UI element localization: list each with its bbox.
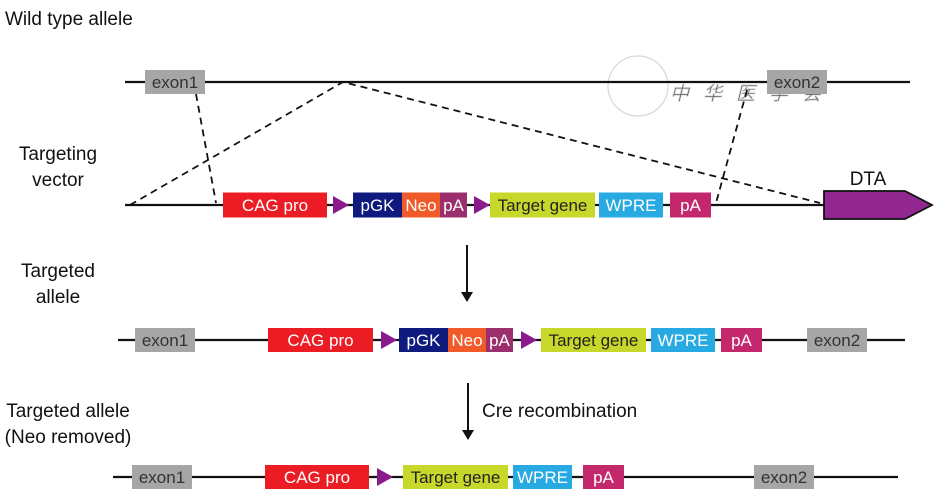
cag-pro-label: CAG pro	[287, 331, 353, 350]
pa-segment: pA	[670, 192, 711, 218]
pa-box	[670, 192, 711, 218]
wpre-label: WPRE	[658, 331, 709, 350]
target-gene-segment: Target gene	[403, 465, 508, 489]
cag-pro-box	[268, 328, 373, 352]
wild-type-allele-label-line-1: Wild type allele	[5, 9, 133, 30]
exon2-box	[767, 70, 827, 94]
exon2-segment: exon2	[767, 70, 827, 94]
target-gene-box	[541, 328, 646, 352]
exon1-box	[135, 328, 195, 352]
pa-box	[583, 465, 624, 489]
exon1-segment: exon1	[135, 328, 195, 352]
exon2-label: exon2	[774, 73, 820, 92]
cag-pro-label: CAG pro	[242, 196, 308, 215]
target-gene-label: Target gene	[549, 331, 639, 350]
loxp-site-5	[377, 468, 393, 486]
dta-label: DTA	[850, 169, 887, 190]
pgk-label: pGK	[360, 196, 395, 215]
exon2-label: exon2	[814, 331, 860, 350]
pgk-segment: pGK	[353, 192, 402, 218]
targeted-allele-label-line-1: Targeted	[21, 261, 95, 282]
exon1-segment: exon1	[132, 465, 192, 489]
pa-label: pA	[731, 331, 752, 350]
cag-pro-box	[265, 465, 369, 489]
cag-pro-label: CAG pro	[284, 468, 350, 487]
watermark-seal-icon	[607, 55, 669, 117]
neo-pa-segment: pA	[486, 328, 513, 352]
loxp-site-1	[333, 196, 349, 214]
exon2-box	[807, 328, 867, 352]
neo-label: Neo	[451, 331, 482, 350]
pgk-label: pGK	[406, 331, 441, 350]
arrow-step2-head	[462, 430, 474, 440]
wpre-segment: WPRE	[513, 465, 572, 489]
wpre-segment: WPRE	[651, 328, 715, 352]
target-gene-segment: Target gene	[490, 192, 595, 218]
cre-recombination-label: Cre recombination	[482, 401, 637, 422]
homology-arm-dash-span	[129, 81, 821, 206]
neo-segment: Neo	[448, 328, 486, 352]
targeting-vector-label-line-1: Targeting	[19, 144, 97, 165]
pa-segment: pA	[721, 328, 762, 352]
target-gene-label: Target gene	[498, 196, 588, 215]
exon1-label: exon1	[152, 73, 198, 92]
target-gene-label: Target gene	[411, 468, 501, 487]
exon2-segment: exon2	[754, 465, 814, 489]
arrow-step1-head	[461, 292, 473, 302]
exon1-box	[132, 465, 192, 489]
target-gene-box	[403, 465, 508, 489]
wpre-label: WPRE	[517, 468, 568, 487]
neo-removed-label-line-2: (Neo removed)	[5, 427, 132, 448]
neo-box	[448, 328, 486, 352]
homology-arm-dash-exon2	[715, 89, 748, 204]
dta-cassette	[823, 190, 934, 220]
exon1-label: exon1	[142, 331, 188, 350]
neo-removed-label-line-1: Targeted allele	[6, 401, 130, 422]
neo-label: Neo	[405, 196, 436, 215]
neo-pa-box	[486, 328, 513, 352]
neo-pa-segment: pA	[440, 192, 467, 218]
loxp-site-4	[521, 331, 537, 349]
wpre-box	[513, 465, 572, 489]
pa-box	[721, 328, 762, 352]
exon2-box	[754, 465, 814, 489]
exon1-box	[145, 70, 205, 94]
exon2-segment: exon2	[807, 328, 867, 352]
cag-pro-segment: CAG pro	[265, 465, 369, 489]
exon1-segment: exon1	[145, 70, 205, 94]
pgk-segment: pGK	[399, 328, 448, 352]
pa-label: pA	[593, 468, 614, 487]
cag-pro-segment: CAG pro	[223, 192, 327, 218]
neo-box	[402, 192, 440, 218]
neo-segment: Neo	[402, 192, 440, 218]
wpre-label: WPRE	[606, 196, 657, 215]
neo-pa-label: pA	[489, 331, 510, 350]
targeting-vector-label-line-2: vector	[32, 170, 84, 191]
cag-pro-segment: CAG pro	[268, 328, 373, 352]
neo-pa-box	[440, 192, 467, 218]
loxp-site-3	[381, 331, 397, 349]
cag-pro-box	[223, 192, 327, 218]
pgk-box	[399, 328, 448, 352]
exon2-label: exon2	[761, 468, 807, 487]
pgk-box	[353, 192, 402, 218]
neo-pa-label: pA	[443, 196, 464, 215]
target-gene-segment: Target gene	[541, 328, 646, 352]
pa-segment: pA	[583, 465, 624, 489]
exon1-label: exon1	[139, 468, 185, 487]
target-gene-box	[490, 192, 595, 218]
wpre-box	[599, 192, 663, 218]
wpre-segment: WPRE	[599, 192, 663, 218]
wpre-box	[651, 328, 715, 352]
homology-arm-dash-exon1	[195, 93, 217, 204]
loxp-site-2	[474, 196, 490, 214]
pa-label: pA	[680, 196, 701, 215]
targeted-allele-label-line-2: allele	[36, 287, 80, 308]
